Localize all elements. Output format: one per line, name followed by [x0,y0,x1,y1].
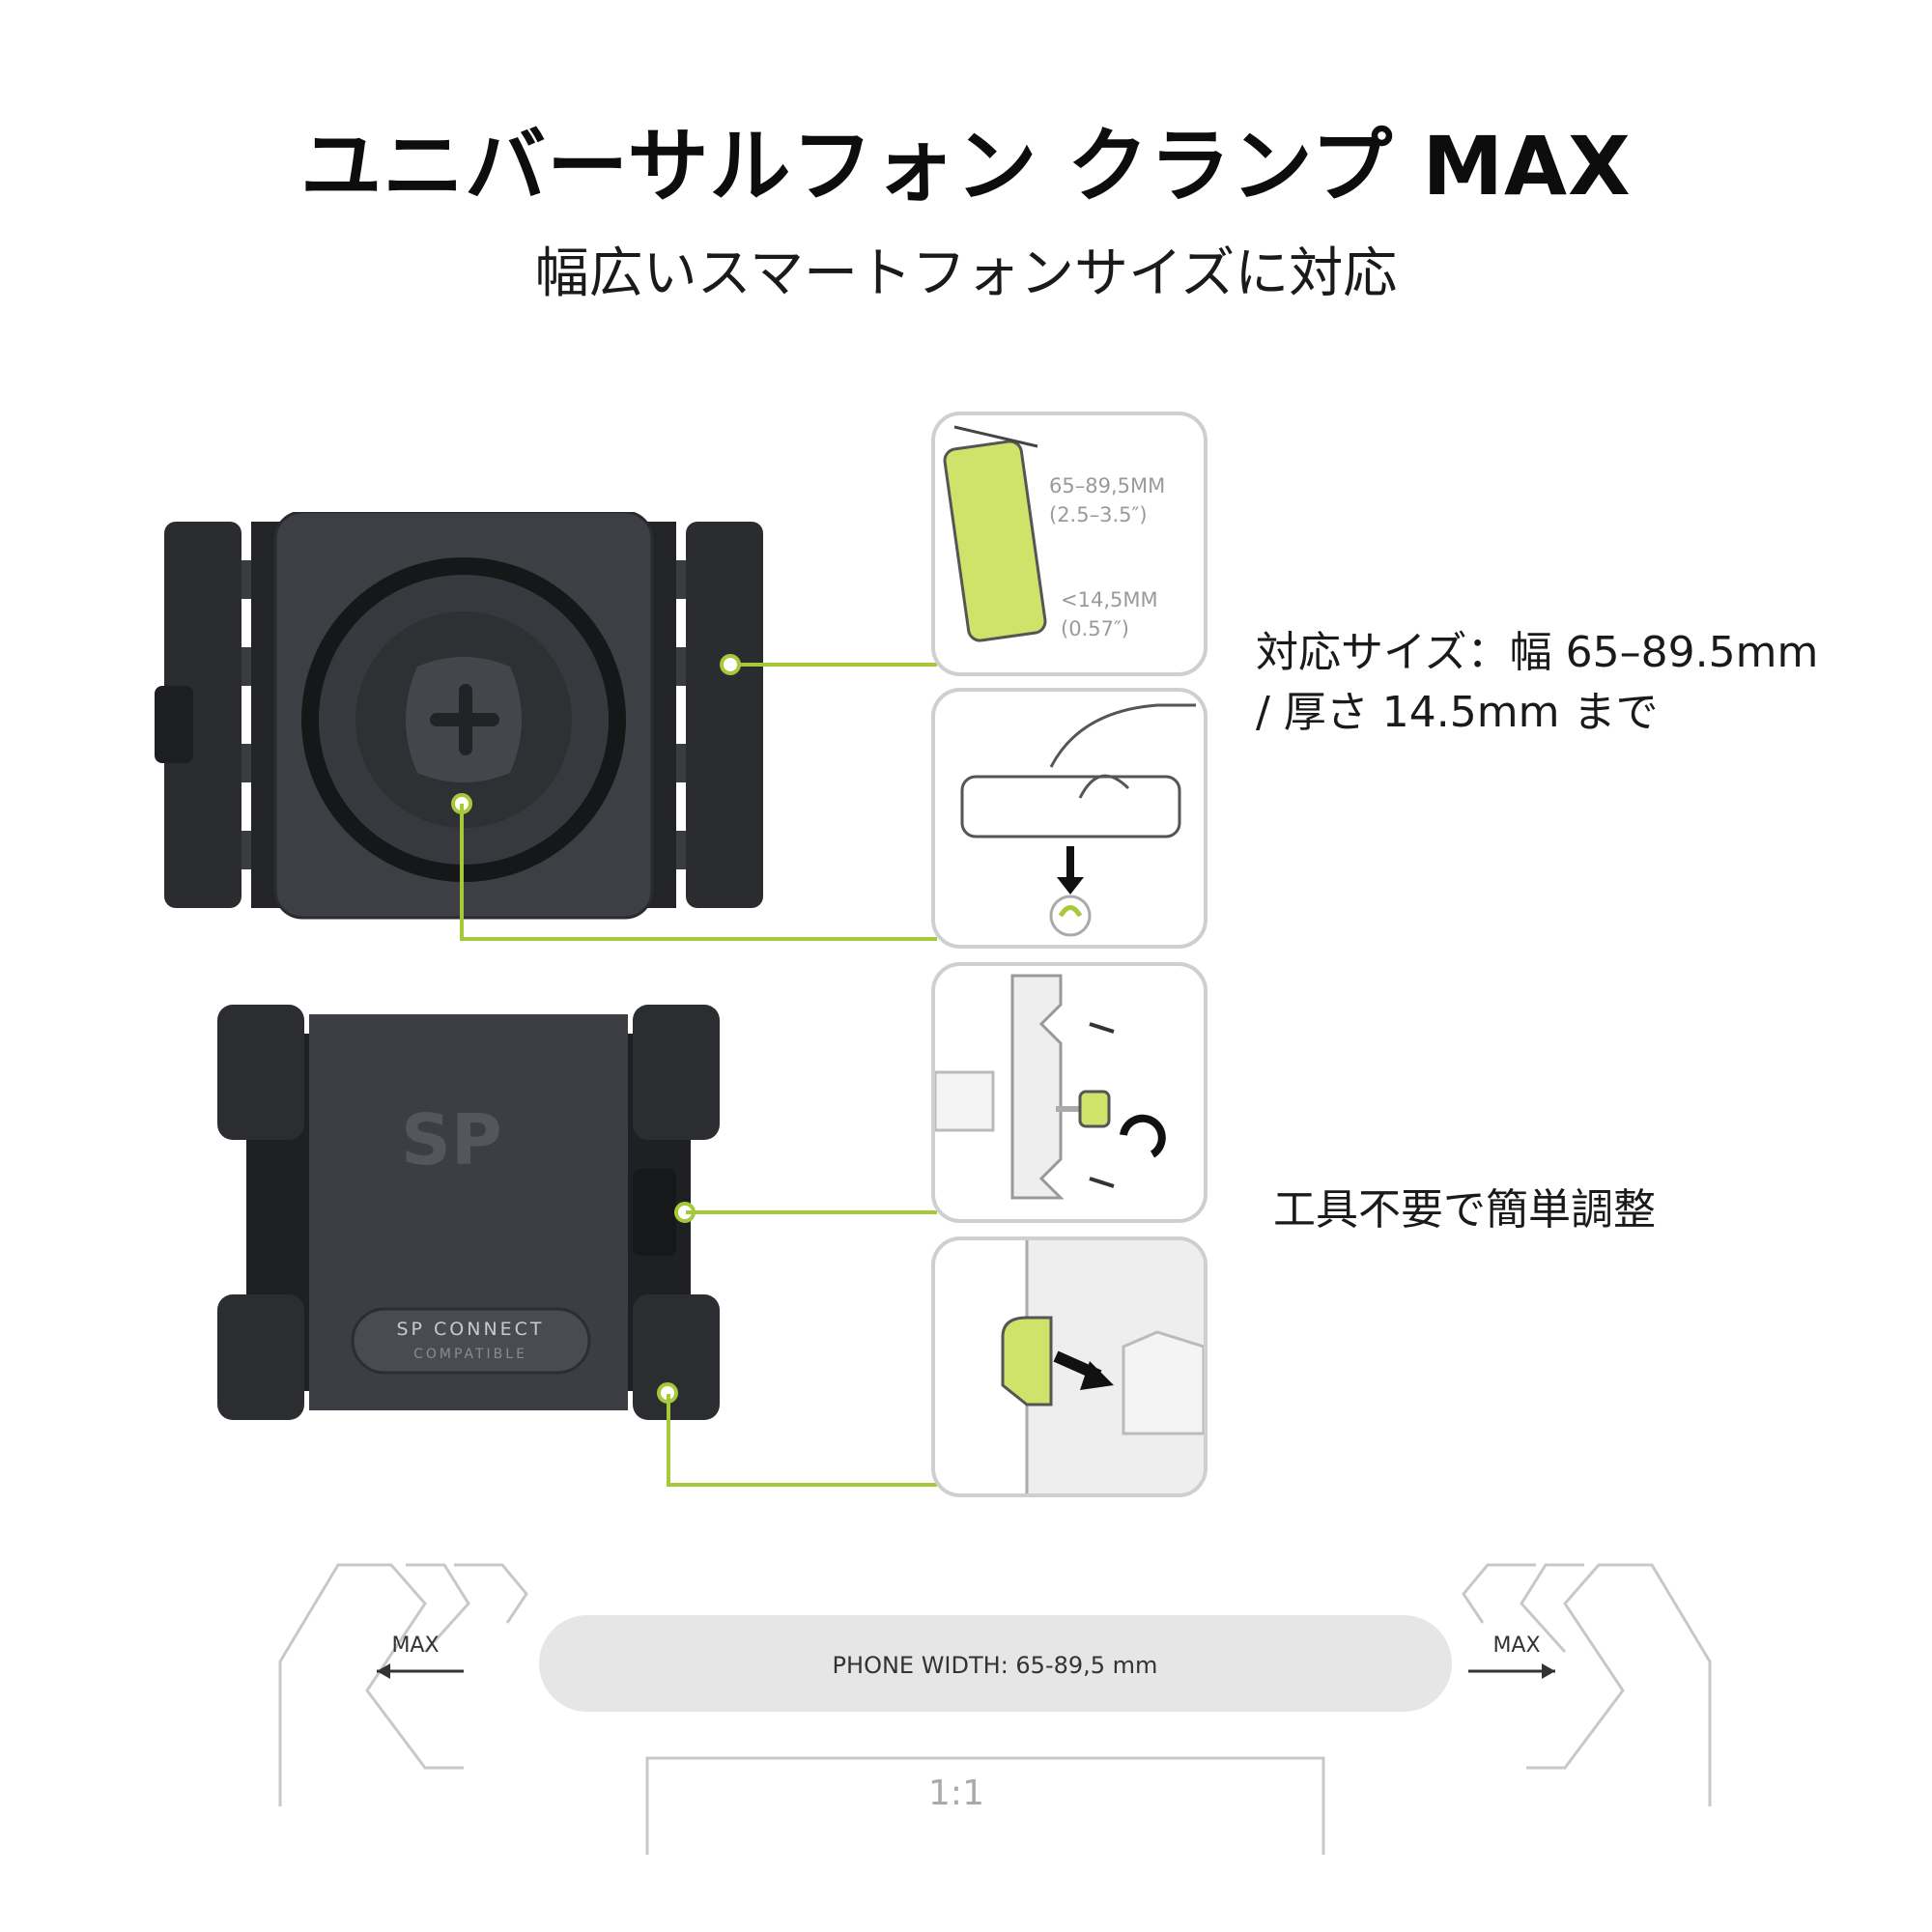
front-connector-lines [460,663,937,941]
clamp-back-view: SP SP CONNECT COMPATIBLE [217,1005,720,1420]
release-lever-panel [931,1236,1208,1497]
tool-free-callout: 工具不要で簡単調整 [1273,1185,1656,1235]
size-callout-line1: 対応サイズ：幅 65–89.5mm [1256,628,1819,677]
insert-phone-panel [931,688,1208,949]
clamp-front-view [155,512,763,920]
thickness-mm-label: <14,5MM [1061,588,1158,611]
insert-phone-illustration [960,703,1196,937]
adjust-knob-illustration [935,974,1166,1200]
size-callout: 対応サイズ：幅 65–89.5mm / 厚さ 14.5mm まで [1256,623,1913,743]
scale-label: 1:1 [928,1774,984,1813]
max-right-label: MAX [1492,1634,1540,1658]
size-callout-line2: / 厚さ 14.5mm まで [1256,688,1659,737]
release-lever-illustration [1001,1240,1204,1493]
page-title: ユニバーサルフォン クランプ MAX [300,119,1632,213]
phone-width-label: PHONE WIDTH: 65-89,5 mm [833,1652,1158,1679]
width-in-label: (2.5–3.5″) [1049,503,1148,526]
back-connector-lines [667,1210,937,1487]
size-panel: 65–89,5MM (2.5–3.5″) <14,5MM (0.57″) [931,412,1208,676]
page-subtitle: 幅広いスマートフォンサイズに対応 [534,242,1398,305]
adjust-knob-panel [931,962,1208,1223]
badge-line2: COMPATIBLE [413,1347,527,1362]
thickness-in-label: (0.57″) [1061,617,1129,640]
width-diagram: PHONE WIDTH: 65-89,5 mm MAX MAX 1:1 [278,1563,1712,1855]
max-left-label: MAX [391,1634,439,1658]
sp-logo: SP [401,1099,502,1180]
badge-line1: SP CONNECT [396,1319,544,1340]
width-mm-label: 65–89,5MM [1049,474,1165,497]
